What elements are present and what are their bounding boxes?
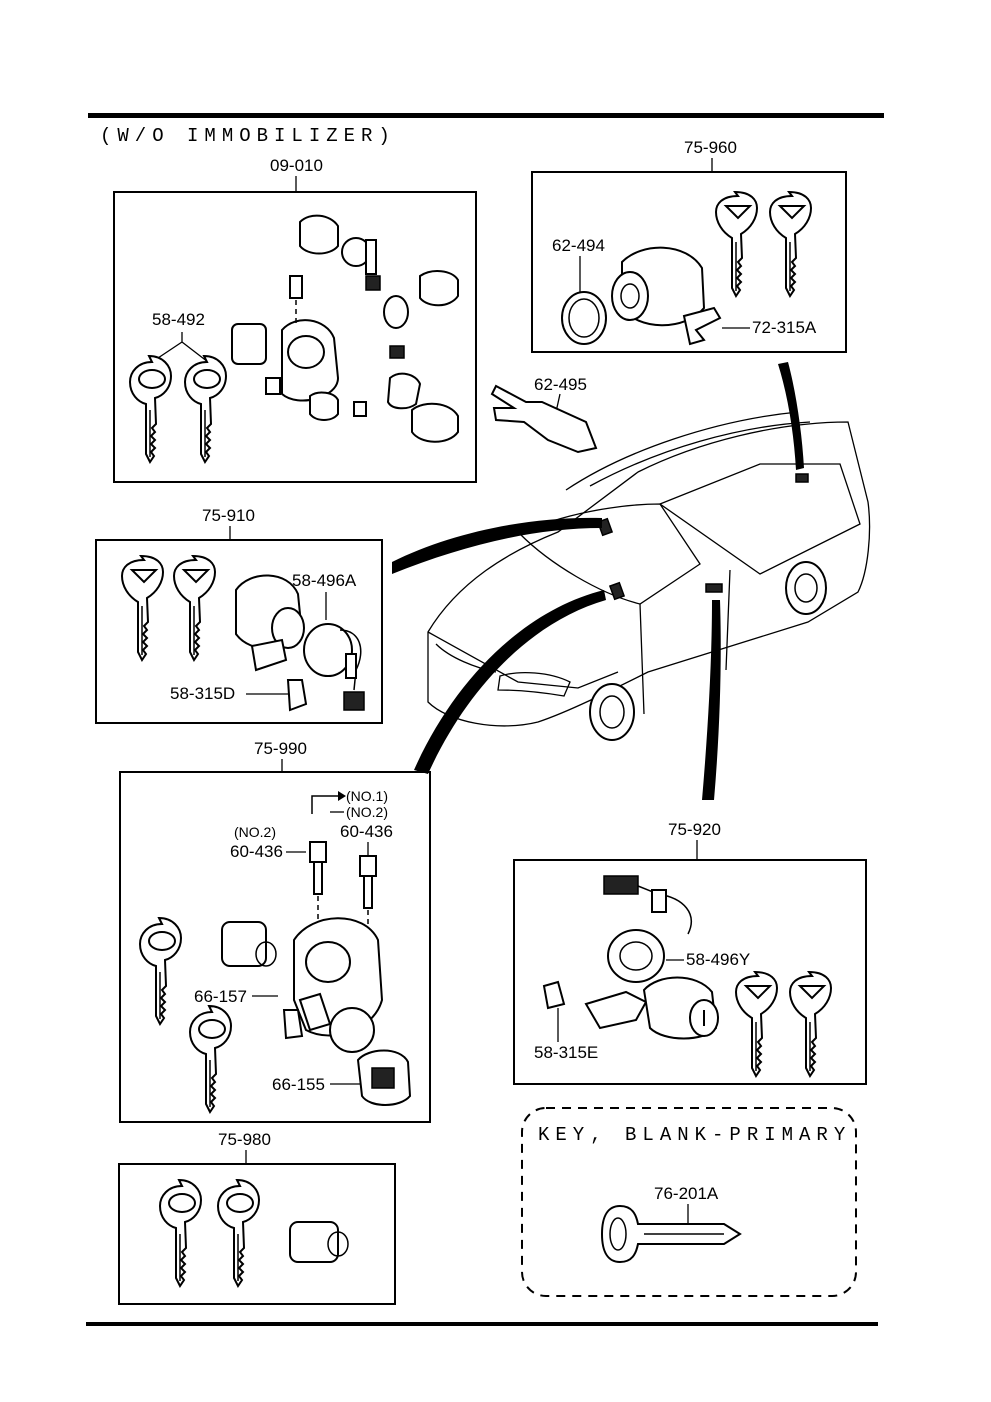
part-66-155-label: 66-155: [272, 1075, 325, 1094]
part-60-436-left-label: 60-436: [230, 842, 283, 861]
key-icon: [189, 1005, 232, 1113]
lock-cylinder-icon: [221, 921, 277, 967]
key-icon: [121, 555, 164, 661]
group-75-920[interactable]: 75-920 58-496Y 58-315E: [513, 820, 867, 1085]
pointer-75-920: [702, 600, 721, 800]
part-72-315A-label: 72-315A: [752, 318, 817, 337]
group-09-010[interactable]: 09-010 58-492: [113, 156, 477, 483]
wire-connector-icon: [339, 629, 365, 711]
group-75-920-code: 75-920: [668, 820, 721, 839]
part-58-315D-label: 58-315D: [170, 684, 235, 703]
key-icon: [139, 917, 182, 1025]
group-75-910-box: [95, 539, 383, 724]
part-58-315E-label: 58-315E: [534, 1043, 598, 1062]
key-icon: [735, 971, 778, 1077]
arrow-icon: [311, 795, 338, 814]
part-58-496Y-label: 58-496Y: [686, 950, 750, 969]
key-blank-box: [521, 1107, 857, 1297]
group-75-960[interactable]: 75-960 62-494 72-315A: [531, 138, 847, 353]
group-75-920-box: [513, 859, 867, 1085]
page-subtitle: (W/O IMMOBILIZER): [100, 125, 396, 147]
ignition-switch-icon: [231, 214, 459, 443]
group-09-010-box: [113, 191, 477, 483]
group-75-980-box: [118, 1163, 396, 1305]
note-no2: (NO.2): [346, 804, 388, 820]
door-lock-cylinder-icon: [584, 976, 719, 1040]
wire-connector-icon: [603, 875, 692, 935]
bottom-rule: [86, 1322, 878, 1326]
door-lock-cylinder-icon: [611, 246, 706, 327]
key-blank-title: KEY, BLANK-PRIMARY: [538, 1124, 851, 1146]
group-75-990-box: [119, 771, 431, 1123]
group-key-blank[interactable]: KEY, BLANK-PRIMARY 76-201A: [521, 1107, 857, 1297]
part-76-201A-label: 76-201A: [654, 1184, 719, 1203]
key-icon: [217, 1179, 260, 1287]
group-75-960-box: [531, 171, 847, 353]
part-58-496A-label: 58-496A: [292, 571, 357, 590]
group-75-910-code: 75-910: [202, 506, 255, 525]
bolt-icon: [309, 841, 327, 930]
key-icon: [789, 971, 832, 1077]
bracket-62-495[interactable]: 62-495: [490, 375, 598, 454]
group-75-910[interactable]: 75-910 58-496A 58-315D: [95, 506, 383, 724]
group-75-980-code: 75-980: [218, 1130, 271, 1149]
bracket-icon: [490, 384, 598, 454]
part-62-495-label: 62-495: [534, 375, 587, 394]
part-58-492-label: 58-492: [152, 310, 205, 329]
lock-cylinder-icon: [289, 1221, 349, 1263]
top-rule: [88, 113, 884, 118]
note-no1: (NO.1): [346, 788, 388, 804]
group-09-010-code: 09-010: [270, 156, 323, 175]
group-75-990-code: 75-990: [254, 739, 307, 758]
clip-icon: [286, 679, 308, 712]
key-icon: [159, 1179, 202, 1287]
pointer-75-990: [414, 590, 606, 774]
pointer-75-910: [392, 517, 602, 574]
clip-icon: [542, 980, 566, 1010]
clip-icon: [682, 306, 722, 346]
group-75-960-code: 75-960: [684, 138, 737, 157]
vehicle-illustration: [427, 411, 871, 741]
steering-lock-body-icon: [293, 917, 384, 1053]
key-icon: [769, 191, 812, 297]
switch-clip-icon: [282, 1009, 304, 1040]
key-blank-icon: [600, 1204, 742, 1264]
note-no2-left: (NO.2): [234, 824, 276, 840]
door-lock-cylinder-icon: [235, 574, 305, 672]
key-icon: [184, 355, 227, 463]
part-62-494-label: 62-494: [552, 236, 605, 255]
switch-cap-icon: [303, 623, 353, 677]
key-icon: [715, 191, 758, 297]
group-75-980[interactable]: 75-980: [118, 1130, 396, 1305]
pointer-75-960: [778, 362, 804, 470]
key-icon: [173, 555, 216, 661]
part-60-436-right-label: 60-436: [340, 822, 393, 841]
part-66-157-label: 66-157: [194, 987, 247, 1006]
switch-ring-icon: [607, 929, 665, 983]
key-icon: [129, 355, 172, 463]
group-75-990[interactable]: 75-990 (NO.1) (NO.2) (NO.2) 60-436 60-43…: [119, 739, 431, 1123]
ignition-switch-icon: [356, 1049, 412, 1106]
